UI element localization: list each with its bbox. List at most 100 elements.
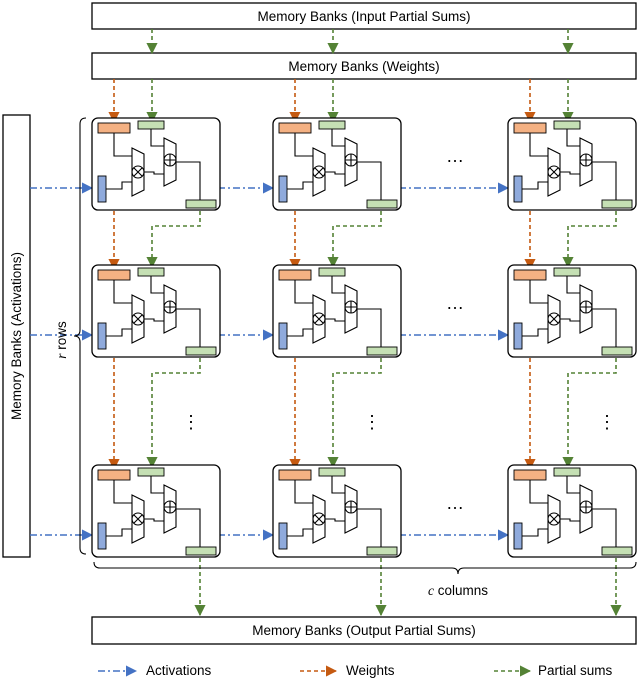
add-cross: [345, 301, 357, 313]
row-ellipsis: ⋮: [598, 412, 618, 432]
psum-in-register: [318, 120, 346, 130]
multiply-cross: [133, 514, 143, 524]
weight-register: [513, 122, 547, 134]
psum-flow: [327, 204, 382, 269]
output-partial-sums-bank: Memory Banks (Output Partial Sums): [91, 616, 637, 645]
multiply-cross: [314, 514, 324, 524]
wire-weight: [529, 480, 548, 504]
activation-register: [278, 175, 288, 203]
psum-in-register: [137, 467, 165, 477]
wire-add-out: [176, 308, 201, 347]
processing-element: [91, 264, 221, 358]
pe-box: [507, 117, 637, 211]
adder-shape: [344, 484, 358, 534]
wire-mul-add: [325, 318, 345, 322]
psum-out-register: [185, 199, 217, 209]
activation-register: [513, 522, 523, 550]
columns-brace: c columns: [93, 561, 637, 598]
weight-register: [513, 269, 547, 281]
wire-psum-in: [566, 476, 580, 494]
multiplier-shape: [312, 147, 326, 197]
psum-out-register: [366, 346, 398, 356]
wire-psum-in: [331, 276, 345, 294]
legend-partial-sums-label: Partial sums: [538, 663, 613, 678]
psum-flow: [327, 351, 382, 469]
activation-register: [513, 175, 523, 203]
weight-register: [97, 269, 131, 281]
add-cross: [580, 501, 592, 513]
weight-register: [278, 122, 312, 134]
multiplier-shape: [547, 494, 561, 544]
add-cross: [164, 501, 176, 513]
rows-label: r rows: [54, 321, 69, 359]
column-ellipsis: …: [446, 293, 466, 313]
legend-weights-label: Weights: [346, 663, 395, 678]
psum-in-register: [318, 467, 346, 477]
wire-psum-in: [331, 476, 345, 494]
wire-weight: [294, 480, 313, 504]
pe-box: [272, 264, 402, 358]
add-cross: [164, 154, 176, 166]
wire-mul-add: [325, 171, 345, 175]
processing-element: [272, 264, 402, 358]
pe-box: [91, 264, 221, 358]
processing-element: [507, 117, 637, 211]
psum-out-register: [185, 546, 217, 556]
processing-element: [91, 117, 221, 211]
wire-psum-in: [150, 129, 164, 147]
wire-add-out: [592, 508, 617, 547]
weight-register: [278, 469, 312, 481]
multiplier-shape: [131, 294, 145, 344]
processing-element: [272, 117, 402, 211]
pe-box: [507, 464, 637, 558]
psum-out-register: [601, 546, 633, 556]
wire-mul-add: [144, 171, 164, 175]
wire-add-out: [357, 308, 382, 347]
add-cross: [345, 501, 357, 513]
pe-box: [91, 117, 221, 211]
multiplier-shape: [131, 494, 145, 544]
wire-activation: [287, 181, 313, 190]
add-cross: [164, 301, 176, 313]
multiply-cross: [133, 167, 143, 177]
multiply-cross: [314, 167, 324, 177]
psum-in-register: [553, 120, 581, 130]
wire-weight: [113, 133, 132, 157]
adder-shape: [163, 484, 177, 534]
multiplier-shape: [312, 294, 326, 344]
wire-weight: [294, 133, 313, 157]
adder-shape: [579, 284, 593, 334]
psum-out-register: [366, 199, 398, 209]
wire-add-out: [592, 161, 617, 200]
wire-weight: [113, 280, 132, 304]
wire-activation: [522, 528, 548, 537]
pe-grid: [91, 117, 637, 558]
wire-activation: [106, 328, 132, 337]
legend-activations-label: Activations: [146, 663, 212, 678]
wire-mul-add: [144, 518, 164, 522]
rows-brace: r rows: [54, 117, 87, 555]
pe-box: [507, 264, 637, 358]
psum-flow: [146, 204, 201, 269]
multiply-cross: [549, 167, 559, 177]
wire-psum-in: [150, 476, 164, 494]
wire-add-out: [357, 508, 382, 547]
wire-mul-add: [560, 318, 580, 322]
psum-in-register: [553, 267, 581, 277]
processing-element: [507, 464, 637, 558]
annotations: ………⋮⋮⋮: [182, 146, 618, 513]
wire-add-out: [357, 161, 382, 200]
wire-activation: [287, 328, 313, 337]
wire-weight: [294, 280, 313, 304]
wire-psum-in: [566, 276, 580, 294]
processing-element: [272, 464, 402, 558]
weights-bank: Memory Banks (Weights): [91, 52, 637, 80]
activation-register: [97, 522, 107, 550]
psum-in-register: [137, 267, 165, 277]
psum-out-register: [185, 346, 217, 356]
adder-shape: [344, 137, 358, 187]
psum-in-register: [318, 267, 346, 277]
activation-register: [278, 522, 288, 550]
input-partial-sums-bank: Memory Banks (Input Partial Sums): [91, 2, 637, 30]
